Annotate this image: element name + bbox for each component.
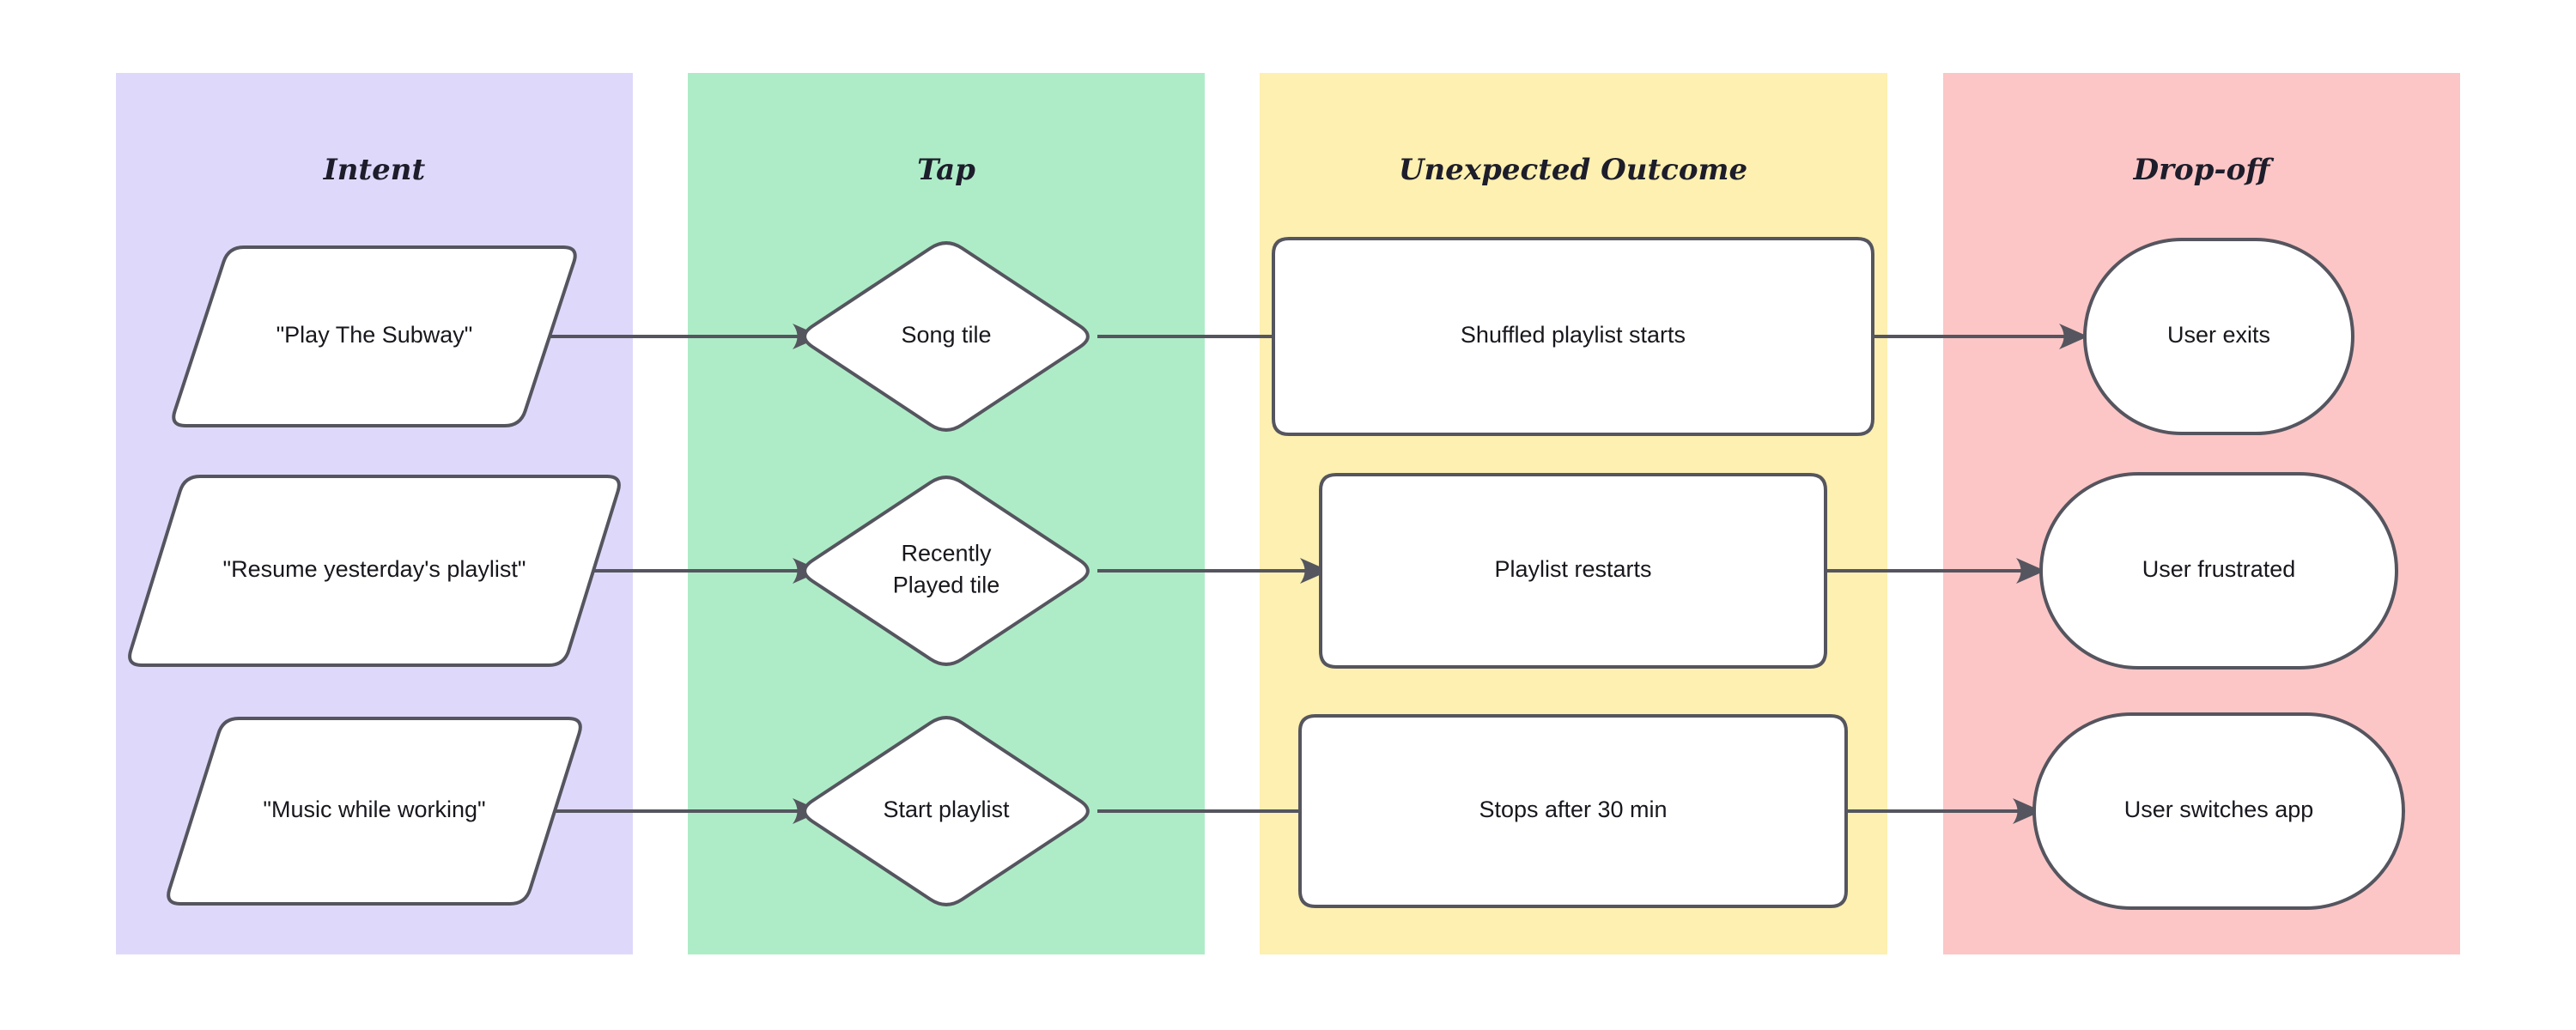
node-label: Playlist restarts [1494,556,1651,582]
node-shape-rounded-rect[interactable] [1298,714,1848,908]
edge-tap-2-to-outcome-2 [1097,558,1329,584]
edges-group [532,324,2088,824]
node-intent-2[interactable]: "Resume yesterday's playlist" [128,475,621,667]
lane-title-tap: Tap [917,153,975,187]
edge-arrowhead [2059,324,2088,349]
node-label: User exits [2167,322,2270,348]
node-shape-stadium[interactable] [2083,238,2354,435]
node-label: "Resume yesterday's playlist" [223,556,526,582]
lane-title-outcome: Unexpected Outcome [1399,153,1747,187]
node-label: User switches app [2124,797,2314,822]
node-dropoff-1[interactable]: User exits [2083,238,2354,435]
node-shape-diamond[interactable] [803,716,1090,906]
node-shape-rounded-rect[interactable] [1272,237,1874,436]
edge-outcome-3-to-dropoff-3 [1848,798,2042,824]
node-tap-3[interactable]: Start playlist [803,716,1090,906]
node-intent-3[interactable]: "Music while working" [167,717,582,906]
node-outcome-2[interactable]: Playlist restarts [1319,473,1827,669]
edge-arrowhead [2016,558,2045,584]
nodes-group: "Play The Subway" Song tile Shuffled playl… [128,237,2405,910]
node-shape-diamond[interactable] [803,241,1090,432]
node-label: Shuffled playlist starts [1461,322,1686,348]
node-shape-stadium[interactable] [2039,472,2398,670]
lane-titles-group: Intent Tap Unexpected Outcome Drop-off [323,153,2275,187]
node-shape-rounded-rect[interactable] [1319,473,1827,669]
node-shape-parallelogram[interactable] [128,475,621,667]
lane-title-dropoff: Drop-off [2133,153,2275,187]
node-shape-parallelogram[interactable] [172,245,577,427]
node-label: Start playlist [883,797,1010,822]
node-tap-1[interactable]: Song tile [803,241,1090,432]
node-label: Stops after 30 min [1479,797,1667,822]
node-intent-1[interactable]: "Play The Subway" [172,245,577,427]
node-label: Song tile [901,322,991,348]
node-outcome-3[interactable]: Stops after 30 min [1298,714,1848,908]
edge-outcome-1-to-dropoff-1 [1874,324,2088,349]
lane-title-intent: Intent [323,153,426,187]
node-outcome-1[interactable]: Shuffled playlist starts [1272,237,1874,436]
edge-outcome-2-to-dropoff-2 [1827,558,2045,584]
node-dropoff-2[interactable]: User frustrated [2039,472,2398,670]
node-shape-diamond[interactable] [803,476,1090,666]
node-shape-stadium[interactable] [2032,712,2405,910]
node-shape-parallelogram[interactable] [167,717,582,906]
edge-arrowhead [1300,558,1329,584]
node-dropoff-3[interactable]: User switches app [2032,712,2405,910]
edge-arrowhead [2013,798,2042,824]
node-label: "Music while working" [263,797,485,822]
node-label: "Play The Subway" [276,322,473,348]
node-label: User frustrated [2142,556,2296,582]
